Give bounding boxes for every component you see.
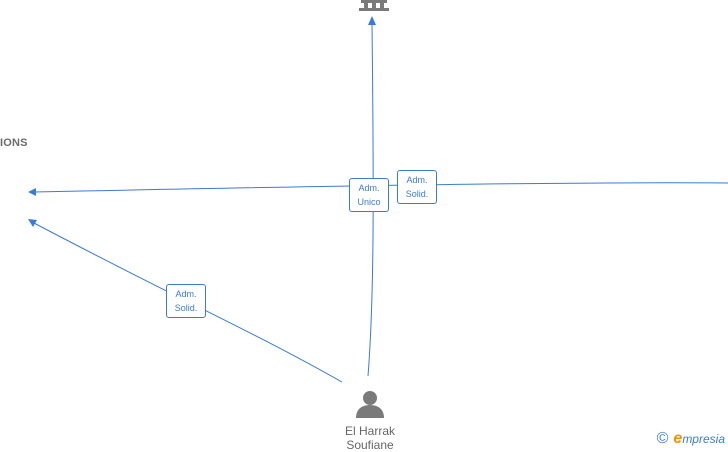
arrowhead-left-upper [28,188,36,196]
role-line2: Solid. [405,189,429,199]
role-line1: Adm. [358,183,380,193]
building-icon[interactable] [359,0,389,11]
role-box-adm-solid-lower[interactable]: Adm. Solid. [166,284,206,318]
arrowhead-top [368,16,376,25]
role-line2: Solid. [174,303,198,313]
edge-person-to-left-company [33,222,343,383]
person-name-line1: El Harrak [344,424,395,438]
person-icon[interactable] [356,391,384,418]
person-name[interactable]: El Harrak Soufiane [330,424,410,452]
role-line2: Unico [357,197,381,207]
role-line1: Adm. [175,289,197,299]
arrowhead-left-lower [28,219,37,227]
brand-logo: e mpresia [673,430,725,448]
person-name-line2: Soufiane [346,438,394,452]
edge-person-to-top-company [367,23,374,377]
company-name-partial[interactable]: IONS [0,137,28,149]
edge-right-to-left-company [33,182,728,193]
watermark: © e mpresia [657,430,725,448]
role-box-adm-unico[interactable]: Adm. Unico [349,178,389,212]
role-box-adm-solid-right[interactable]: Adm. Solid. [397,170,437,204]
copyright-icon: © [656,430,669,447]
brand-rest: mpresia [682,432,725,446]
role-line1: Adm. [406,175,428,185]
brand-initial: e [673,430,683,447]
